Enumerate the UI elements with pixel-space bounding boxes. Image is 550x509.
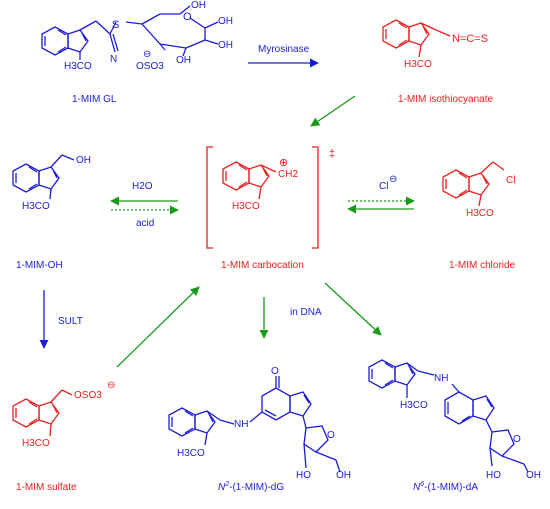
- mim-gl-nsub: H3CO: [64, 61, 92, 72]
- dg-nsub: H3CO: [177, 448, 205, 459]
- dg-structure: [168, 376, 341, 473]
- dg-carbonyl-o: O: [271, 366, 279, 377]
- mim-gl-name: 1-MIM GL: [72, 94, 117, 105]
- label-sult: SULT: [58, 316, 83, 327]
- carbocation-bracket-right: [312, 146, 319, 249]
- mim-oh-nsub: H3CO: [22, 201, 50, 212]
- compound-n2-mim-dg: O NH H3CO HO OH O N2-(1-MIM)-dG: [168, 366, 351, 493]
- compound-n6-mim-da: NH H3CO HO OH O N6-(1-MIM)-dA: [368, 359, 541, 493]
- isothiocyanate-structure: [382, 19, 451, 58]
- compound-1-mim-chloride: Cl H3CO 1-MIM chloride: [442, 161, 516, 271]
- compound-1-mim-oh: OH H3CO 1-MIM-OH: [12, 154, 91, 271]
- chloride-name: 1-MIM chloride: [449, 260, 516, 271]
- compound-1-mim-isothiocyanate: N=C=S H3CO 1-MIM isothiocyanate: [382, 19, 493, 105]
- da-name: N6-(1-MIM)-dA: [413, 481, 478, 493]
- dg-nh: NH: [234, 419, 248, 430]
- dg-ring-o: O: [327, 430, 335, 441]
- mim-oh-structure: [12, 154, 75, 200]
- label-myrosinase: Myrosinase: [258, 44, 310, 55]
- compound-1-mim-sulfate: OSO3 ⊖ H3CO 1-MIM sulfate: [12, 380, 115, 493]
- sulfate-name: 1-MIM sulfate: [16, 482, 77, 493]
- mim-gl-ring-o: O: [183, 11, 192, 23]
- dg-ho: HO: [296, 470, 311, 481]
- sulfate-nsub: H3CO: [22, 438, 50, 449]
- dg-oh: OH: [336, 470, 351, 481]
- carbocation-charge: ⊕: [279, 157, 288, 169]
- mim-gl-s-atom: S: [112, 19, 119, 31]
- arrow-isothiocyanate-to-carbocation: [310, 95, 356, 127]
- mim-oh-name: 1-MIM-OH: [16, 260, 63, 271]
- da-ho: HO: [486, 470, 501, 481]
- chloride-nsub: H3CO: [466, 208, 494, 219]
- chloride-structure: [442, 161, 505, 207]
- da-structure: [368, 359, 529, 473]
- label-chloride-ion: Cl: [379, 181, 388, 192]
- chloride-cl: Cl: [506, 175, 515, 186]
- mim-gl-oh-3: OH: [218, 40, 233, 51]
- sulfate-oso3: OSO3: [74, 390, 102, 401]
- sulfate-charge: ⊖: [107, 380, 115, 391]
- mim-gl-oh-4: OH: [176, 55, 191, 66]
- compound-1-mim-carbocation: CH2 ⊕ H3CO ‡ 1-MIM carbocation: [206, 146, 335, 271]
- isothiocyanate-ncs: N=C=S: [452, 33, 488, 45]
- label-in-dna: in DNA: [290, 307, 322, 318]
- da-nsub: H3CO: [400, 400, 428, 411]
- transition-dagger: ‡: [329, 148, 335, 160]
- mim-gl-oso3: OSO3: [136, 61, 164, 72]
- label-chloride-charge: ⊖: [389, 174, 397, 185]
- isothiocyanate-nsub: H3CO: [404, 59, 432, 70]
- da-ring-o: O: [513, 434, 521, 445]
- da-nh: NH: [434, 373, 448, 384]
- mim-gl-oh-2: OH: [218, 16, 233, 27]
- arrow-to-da: [324, 282, 382, 336]
- dg-name: N2-(1-MIM)-dG: [218, 481, 284, 493]
- carbocation-structure: [222, 161, 277, 200]
- compound-1-mim-gl: S O OH OH OH OH ⊖ N OSO3 H3CO 1-MIM GL: [41, 0, 233, 105]
- mim-gl-structure: [41, 5, 219, 60]
- mim-oh-oh: OH: [76, 155, 91, 166]
- mim-gl-n-atom: N: [110, 54, 117, 65]
- mim-gl-oh-1: OH: [191, 0, 206, 11]
- carbocation-nsub: H3CO: [232, 201, 260, 212]
- da-oh: OH: [526, 470, 541, 481]
- carbocation-bracket-left: [206, 146, 213, 249]
- isothiocyanate-name: 1-MIM isothiocyanate: [398, 94, 493, 105]
- mim-gl-charge: ⊖: [143, 49, 151, 60]
- label-water: H2O: [132, 181, 153, 192]
- carbocation-name: 1-MIM carbocation: [221, 260, 304, 271]
- sulfate-structure: [12, 389, 73, 437]
- carbocation-ch2: CH2: [278, 169, 298, 180]
- arrow-sulfate-to-carbocation: [116, 286, 200, 368]
- label-acid: acid: [136, 218, 154, 229]
